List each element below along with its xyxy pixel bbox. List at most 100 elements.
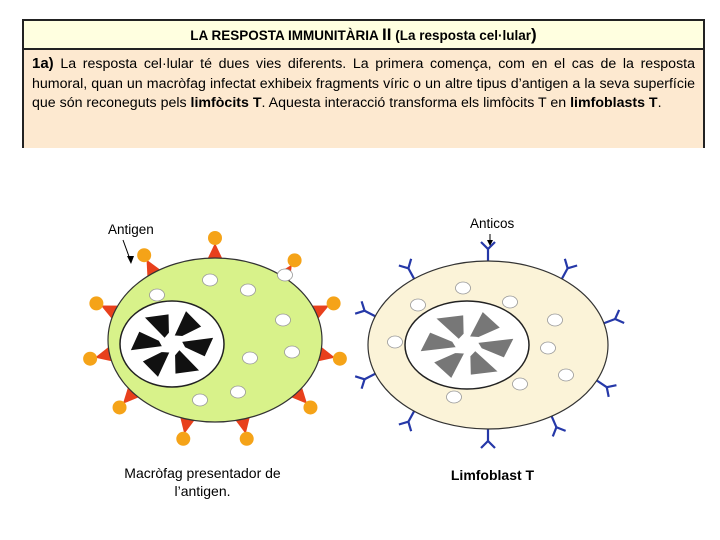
receptor-arm xyxy=(555,426,567,432)
receptor-arm xyxy=(614,317,625,325)
title-subtitle: (La resposta cel·lular xyxy=(391,28,532,43)
receptor-icon xyxy=(550,415,567,437)
vesicle xyxy=(455,281,471,295)
receptor-stem xyxy=(407,410,416,423)
receptor-stem xyxy=(364,309,376,318)
receptor-arm xyxy=(605,386,610,398)
nucleus-fragment xyxy=(467,309,503,339)
antigen-ball xyxy=(176,431,191,446)
receptor-stem xyxy=(407,267,416,280)
receptor-icon xyxy=(354,372,376,390)
receptor-stem xyxy=(560,267,569,280)
nucleus-fragment xyxy=(140,350,172,380)
antigen-ball xyxy=(239,431,254,446)
vesicle xyxy=(242,351,258,365)
title-paren: ) xyxy=(531,25,537,44)
paragraph-text-1: La resposta cel·lular té dues vies difer… xyxy=(32,56,695,111)
receptor-arm xyxy=(487,440,496,449)
nucleus-fragment xyxy=(172,308,204,338)
antigen-ball xyxy=(332,351,347,366)
lymphoblast-nucleus-fragments xyxy=(418,309,516,381)
antigen-triangle xyxy=(146,259,162,279)
vesicle xyxy=(284,345,300,359)
receptor-icon xyxy=(603,309,625,325)
antigen-ball xyxy=(326,296,341,311)
receptor-arm xyxy=(354,375,365,381)
vesicle xyxy=(558,368,574,382)
antigen-ball xyxy=(89,296,104,311)
nucleus-fragment xyxy=(179,335,216,359)
nucleus-fragment xyxy=(475,336,516,360)
vesicle xyxy=(512,377,528,391)
vesicle xyxy=(277,268,293,282)
receptor-arm xyxy=(614,309,621,320)
antigen-triangle xyxy=(122,385,141,404)
paragraph-text-3: . xyxy=(657,95,662,111)
nucleus-fragment xyxy=(173,348,203,376)
vesicle-group xyxy=(387,281,574,404)
antigen-triangle xyxy=(100,305,120,321)
receptor-stem xyxy=(550,415,558,428)
page-title: LA RESPOSTA IMMUNITÀRIA II (La resposta … xyxy=(24,21,703,50)
title-text: LA RESPOSTA IMMUNITÀRIA xyxy=(190,28,383,43)
receptor-arm xyxy=(480,241,489,250)
receptor-stem xyxy=(364,372,376,381)
receptor-icon xyxy=(480,429,496,449)
antigen-ball xyxy=(303,400,318,415)
vesicle-group xyxy=(149,268,300,407)
vesicle xyxy=(502,295,518,309)
paragraph-bold-1: limfòcits T xyxy=(190,95,262,111)
receptor-arm xyxy=(487,241,496,250)
nucleus-fragment xyxy=(433,313,466,341)
receptor-arm xyxy=(398,264,409,270)
antigen-ball xyxy=(137,248,152,263)
title-numeral: II xyxy=(382,25,392,44)
vesicle xyxy=(547,313,563,327)
antigen-triangle xyxy=(310,305,330,321)
antigen-triangle xyxy=(289,385,308,404)
receptor-arm xyxy=(567,264,578,270)
antigen-ball xyxy=(287,253,302,268)
macrophage-cell xyxy=(83,231,347,446)
receptor-icon xyxy=(398,410,416,432)
receptor-arm xyxy=(407,421,413,432)
vesicle xyxy=(387,335,403,349)
receptor-stem xyxy=(596,379,608,389)
antigen-label: Antigen xyxy=(108,222,154,237)
receptor-icon xyxy=(560,258,578,280)
antigen-arrowhead xyxy=(127,256,134,264)
receptor-arm xyxy=(360,378,366,390)
macrophage-nucleus-fragments xyxy=(128,308,216,380)
vesicle xyxy=(149,288,165,302)
paragraph-tag: 1a) xyxy=(32,55,54,72)
vesicle xyxy=(275,313,291,327)
receptor-arm xyxy=(606,384,617,389)
paragraph-bold-2: limfoblasts T xyxy=(570,95,658,111)
receptor-group xyxy=(354,241,625,449)
nucleus-fragment xyxy=(141,312,171,340)
vesicle xyxy=(540,341,556,355)
antigen-ball xyxy=(83,351,98,366)
vesicle xyxy=(192,393,208,407)
macrophage-caption: Macròfag presentador de l’antigen. xyxy=(124,465,281,499)
anticos-arrowhead xyxy=(487,240,493,246)
anticos-label: Anticos xyxy=(470,216,515,231)
nucleus-fragment xyxy=(431,351,467,381)
receptor-arm xyxy=(551,426,558,437)
paragraph-text-2: . Aquesta interacció transforma els limf… xyxy=(261,95,571,111)
receptor-arm xyxy=(360,300,366,312)
lymphoblast-caption: Limfoblast T xyxy=(450,467,535,483)
vesicle xyxy=(202,273,218,287)
antigen-triangle xyxy=(207,243,223,260)
antigen-ball xyxy=(112,400,127,415)
antigen-ball xyxy=(208,231,222,245)
vesicle xyxy=(230,385,246,399)
vesicle xyxy=(446,390,462,404)
vesicle xyxy=(410,298,426,312)
receptor-icon xyxy=(354,300,376,318)
nucleus-fragment xyxy=(418,330,459,354)
receptor-arm xyxy=(563,258,569,269)
receptor-arm xyxy=(407,258,413,269)
info-box: LA RESPOSTA IMMUNITÀRIA II (La resposta … xyxy=(22,19,705,148)
